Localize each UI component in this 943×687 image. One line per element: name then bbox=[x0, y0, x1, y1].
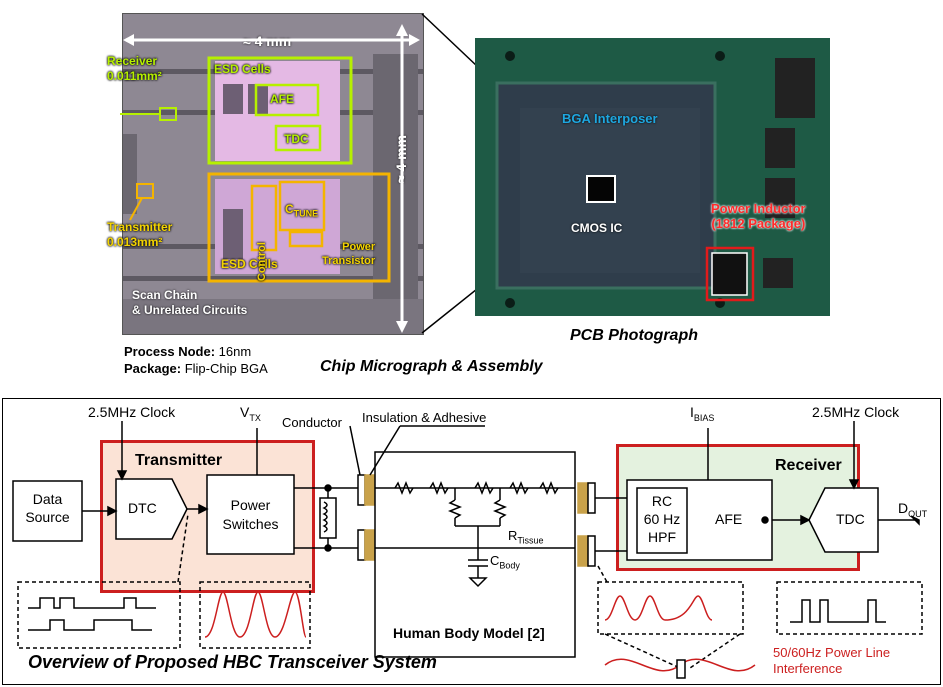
package-value: Flip-Chip BGA bbox=[181, 361, 268, 376]
tx-power-label: Power Transistor bbox=[322, 240, 375, 268]
system-diagram-frame bbox=[2, 398, 941, 685]
rx-clock-label: 2.5MHz Clock bbox=[812, 404, 900, 420]
interference-line2: Interference bbox=[773, 661, 843, 676]
receiver-callout-area: 0.011mm² bbox=[107, 69, 162, 83]
tx-ctune-label: CTUNE bbox=[285, 202, 318, 218]
afe-label: AFE bbox=[715, 511, 743, 527]
rtissue-sub: Tissue bbox=[517, 535, 544, 546]
arrowhead-right bbox=[409, 34, 420, 46]
dtc-box bbox=[115, 478, 188, 540]
control-outline bbox=[250, 184, 278, 252]
transmitter-callout-area: 0.013mm² bbox=[107, 235, 163, 249]
data-source-line2: Source bbox=[25, 509, 70, 525]
ctune-sub: TUNE bbox=[293, 208, 319, 219]
process-node-line: Process Node: 16nm bbox=[124, 343, 268, 360]
scan-line1: Scan Chain bbox=[132, 288, 198, 302]
power-label-line1: Power bbox=[342, 241, 376, 253]
ibias-sub: BIAS bbox=[693, 412, 715, 423]
insulation-label: Insulation & Adhesive bbox=[362, 410, 487, 425]
interference-label: 50/60Hz Power Line Interference bbox=[773, 645, 890, 677]
tdc-outline bbox=[274, 124, 322, 152]
tx-clock-label: 2.5MHz Clock bbox=[88, 404, 176, 420]
rx-tdc-label: TDC bbox=[836, 511, 865, 527]
receiver-callout-title: Receiver bbox=[107, 54, 158, 68]
transmitter-callout-title: Transmitter bbox=[107, 220, 173, 234]
power-switches-line2: Switches bbox=[222, 516, 279, 532]
dout-sub: OUT bbox=[908, 508, 928, 519]
pcb-caption: PCB Photograph bbox=[570, 327, 698, 344]
transmitter-marker bbox=[136, 183, 154, 199]
dout-label: DOUT bbox=[898, 500, 927, 519]
scan-chain-label: Scan Chain & Unrelated Circuits bbox=[132, 288, 247, 318]
rtissue-label: RTissue bbox=[508, 528, 544, 546]
interference-line1: 50/60Hz Power Line bbox=[773, 645, 891, 660]
pcb-texture bbox=[475, 38, 830, 316]
process-info: Process Node: 16nm Package: Flip-Chip BG… bbox=[124, 343, 268, 377]
power-label-line2: Transistor bbox=[322, 255, 376, 267]
rtissue-main: R bbox=[508, 528, 518, 543]
overview-caption: Overview of Proposed HBC Transceiver Sys… bbox=[28, 652, 437, 672]
dtc-label: DTC bbox=[128, 500, 157, 516]
chip-annotation-overlay bbox=[120, 24, 420, 333]
dout-main: D bbox=[898, 500, 909, 516]
power-inductor-label: Power Inductor (1812 Package) bbox=[711, 201, 806, 231]
vtx-label: VTX bbox=[240, 404, 261, 423]
inductor-line2: (1812 Package) bbox=[711, 216, 806, 231]
cbody-sub: Body bbox=[499, 560, 520, 571]
transmitter-title: Transmitter bbox=[135, 452, 223, 469]
process-node-value: 16nm bbox=[215, 344, 252, 359]
chip-die-texture bbox=[123, 14, 423, 334]
assembly-caption: Chip Micrograph & Assembly bbox=[320, 358, 543, 375]
ctune-main: C bbox=[285, 202, 294, 216]
conductor-label: Conductor bbox=[282, 415, 342, 430]
data-source-box bbox=[12, 480, 83, 542]
power-switches-box bbox=[206, 474, 295, 555]
rx-afe-label: AFE bbox=[270, 92, 294, 106]
scan-line2: & Unrelated Circuits bbox=[132, 303, 248, 317]
vtx-main: V bbox=[240, 404, 250, 420]
rc-line3: HPF bbox=[648, 529, 676, 545]
package-line: Package: Flip-Chip BGA bbox=[124, 360, 268, 377]
rc-line1: RC bbox=[651, 493, 673, 509]
arrowhead-up bbox=[396, 24, 408, 36]
rx-esd-label: ESD Cells bbox=[214, 62, 271, 76]
rc-hpf-label: RC 60 Hz HPF bbox=[637, 492, 687, 546]
arrowhead-left bbox=[123, 34, 134, 46]
cbody-label: CBody bbox=[490, 553, 520, 571]
receiver-title: Receiver bbox=[775, 457, 842, 474]
tx-esd-label: ESD Cells bbox=[221, 257, 278, 271]
package-label: Package: bbox=[124, 361, 182, 376]
cmos-ic-label: CMOS IC bbox=[571, 221, 623, 235]
rc-hpf-box bbox=[636, 487, 688, 554]
human-body-model-label: Human Body Model [2] bbox=[393, 625, 545, 641]
inductor-line1: Power Inductor bbox=[711, 201, 806, 216]
power-transistor-outline bbox=[288, 230, 324, 248]
power-switches-line1: Power bbox=[230, 497, 271, 513]
ibias-main: I bbox=[690, 404, 694, 420]
cbody-main: C bbox=[490, 553, 500, 568]
ctune-outline bbox=[278, 180, 326, 232]
pcb-photo bbox=[475, 38, 830, 316]
receiver-callout: Receiver 0.011mm² bbox=[107, 54, 162, 84]
power-switches-label: Power Switches bbox=[207, 496, 294, 534]
receiver-outline bbox=[207, 56, 353, 165]
arrowhead-down bbox=[396, 321, 408, 333]
vtx-sub: TX bbox=[249, 412, 261, 423]
rc-line2: 60 Hz bbox=[643, 511, 681, 527]
chip-micrograph bbox=[122, 13, 424, 335]
bga-interposer-label: BGA Interposer bbox=[562, 111, 658, 126]
afe-outline bbox=[254, 83, 320, 117]
ibias-label: IBIAS bbox=[690, 404, 714, 423]
process-node-label: Process Node: bbox=[124, 344, 216, 359]
data-source-label: Data Source bbox=[13, 490, 82, 526]
rx-tdc-label: TDC bbox=[284, 132, 309, 146]
transmitter-outline bbox=[207, 172, 391, 283]
transmitter-callout: Transmitter 0.013mm² bbox=[107, 220, 172, 250]
data-source-line1: Data bbox=[32, 491, 63, 507]
